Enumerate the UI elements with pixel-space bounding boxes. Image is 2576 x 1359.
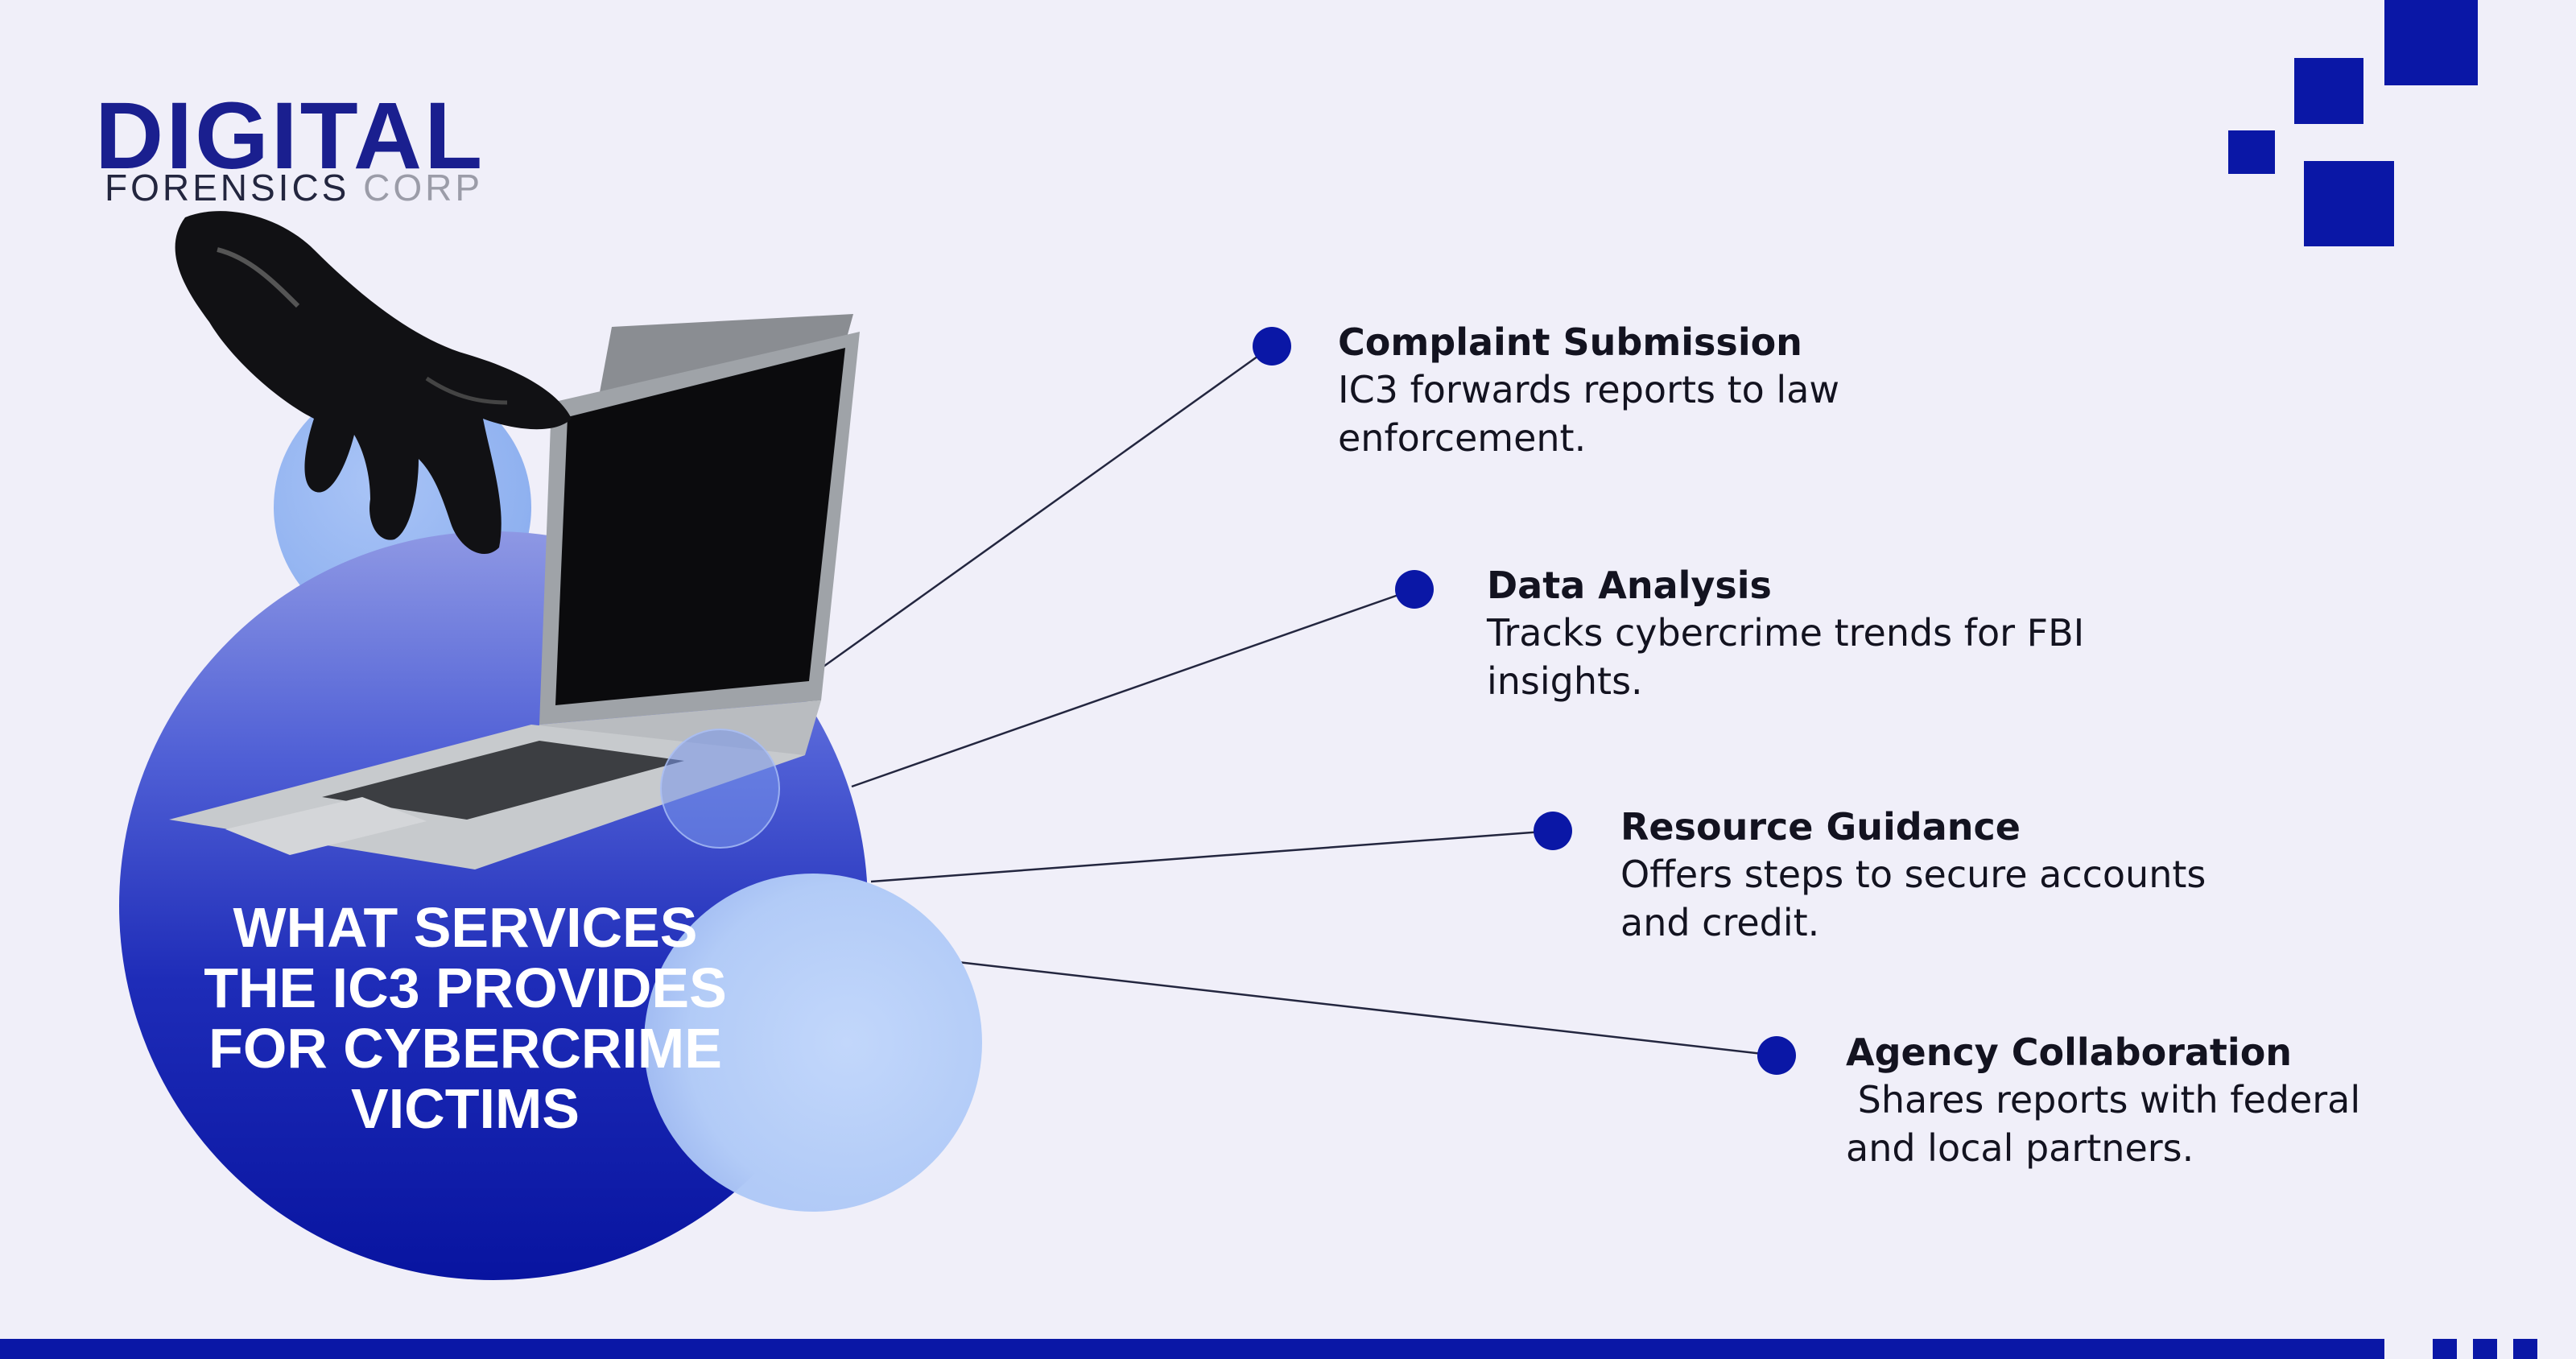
service-resource-guidance: Resource Guidance Offers steps to secure… xyxy=(1620,803,2206,947)
service-description: Offers steps to secure accounts xyxy=(1620,853,2207,896)
logo-subtitle-corp: CORP xyxy=(363,167,484,209)
brand-logo: DIGITAL FORENSICS CORP xyxy=(95,89,514,209)
bullet-dot xyxy=(1395,570,1434,609)
service-complaint-submission: Complaint Submission IC3 forwards report… xyxy=(1338,319,1839,462)
title-line: WHAT SERVICES xyxy=(233,896,698,959)
service-title: Complaint Submission xyxy=(1338,320,1802,364)
title-line: VICTIMS xyxy=(351,1077,580,1140)
gloved-hand-image xyxy=(175,211,572,555)
service-description: Shares reports with federal xyxy=(1846,1078,2361,1121)
service-description: insights. xyxy=(1487,659,1643,703)
bottom-bar-tick xyxy=(2433,1339,2457,1359)
service-description: and credit. xyxy=(1620,901,1820,944)
decorative-circle-light xyxy=(644,874,982,1212)
logo-subtitle-forensics: FORENSICS xyxy=(105,167,350,209)
service-data-analysis: Data Analysis Tracks cybercrime trends f… xyxy=(1487,562,2084,705)
service-title: Data Analysis xyxy=(1487,564,1772,607)
page-title: WHAT SERVICES THE IC3 PROVIDES FOR CYBER… xyxy=(159,898,771,1139)
logo-subtitle: FORENSICS CORP xyxy=(105,167,483,208)
bottom-bar xyxy=(0,1339,2384,1359)
bottom-bar-tick xyxy=(2513,1339,2537,1359)
service-description: enforcement. xyxy=(1338,416,1587,460)
bullet-dot xyxy=(1253,327,1291,366)
service-title: Agency Collaboration xyxy=(1846,1031,2293,1074)
laptop-image xyxy=(169,314,860,870)
bullet-dot xyxy=(1757,1036,1796,1075)
service-agency-collaboration: Agency Collaboration Shares reports with… xyxy=(1846,1029,2360,1172)
service-description: Tracks cybercrime trends for FBI xyxy=(1487,611,2085,655)
decorative-circle-mini xyxy=(660,729,780,849)
service-title: Resource Guidance xyxy=(1620,805,2021,849)
logo-wordmark: DIGITAL xyxy=(95,83,485,189)
bottom-bar-tick xyxy=(2473,1339,2497,1359)
service-description: and local partners. xyxy=(1846,1126,2194,1170)
title-line: THE IC3 PROVIDES xyxy=(204,956,727,1019)
service-description: IC3 forwards reports to law xyxy=(1338,368,1839,411)
bullet-dot xyxy=(1534,812,1572,850)
title-line: FOR CYBERCRIME xyxy=(208,1017,722,1080)
